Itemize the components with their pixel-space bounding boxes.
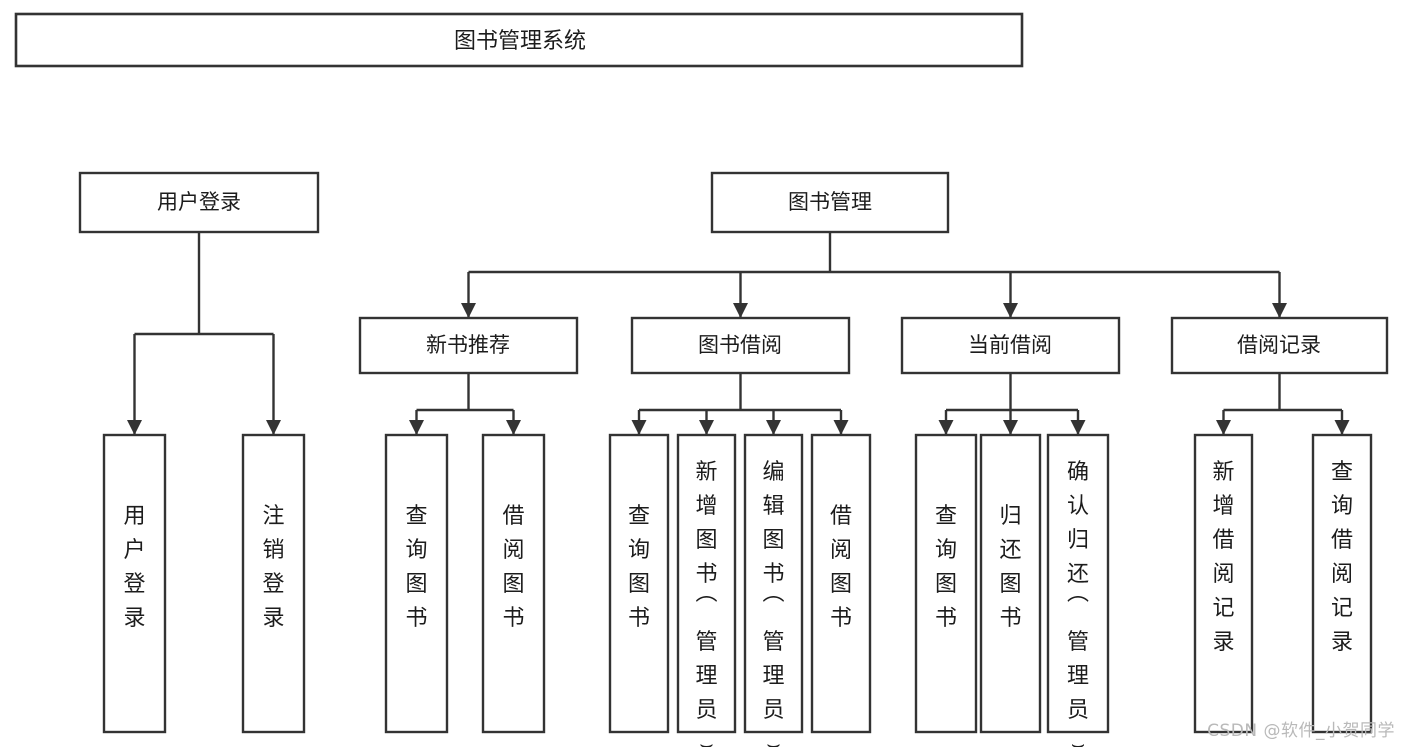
arrow-icon-leaf-user-logout [266,420,281,435]
node-box-book-borrow[interactable] [630,316,851,375]
node-label-new-book-rec: 新书推荐 [426,333,510,357]
node-box-current-borrow[interactable] [900,316,1121,375]
node-label-root: 图书管理系统 [454,29,586,54]
leaf-label-l-query-book-1: 查询图书 [405,504,427,631]
node-label-user-login: 用户登录 [157,190,241,214]
node-label-book-borrow: 图书借阅 [698,333,782,357]
arrow-icon-l-query-record [1334,420,1350,435]
leaf-box-l-return-book[interactable] [979,433,1042,734]
leaf-label-l-edit-book: 编辑图书⌒管理员⌣ [762,460,784,747]
arrow-icon-l-query-book-1 [409,420,424,435]
leaf-box-l-query-record[interactable] [1311,433,1373,734]
leaf-box-l-query-book-3[interactable] [914,433,978,734]
arrow-icon-l-edit-book [766,420,781,435]
arrow-icon-leaf-user-login [127,420,142,435]
leaf-label-l-query-record: 查询借阅记录 [1331,460,1353,655]
arrow-icon-current-borrow [1003,303,1018,318]
leaf-box-l-confirm-return[interactable] [1046,433,1110,734]
leaf-box-l-borrow-book-1[interactable] [481,433,546,734]
leaf-label-l-confirm-return: 确认归还⌒管理员⌣ [1067,460,1089,747]
arrow-icon-l-return-book [1003,420,1018,435]
node-box-user-login[interactable] [78,171,320,234]
arrow-icon-l-confirm-return [1070,420,1086,435]
leaf-box-l-query-book-1[interactable] [384,433,449,734]
leaf-label-l-return-book: 归还图书 [999,504,1021,631]
arrow-icon-new-book-rec [461,303,476,318]
leaf-box-l-borrow-book-2[interactable] [810,433,872,734]
leaf-label-leaf-user-login: 用户登录 [123,504,145,631]
leaf-label-l-borrow-book-1: 借阅图书 [502,504,524,631]
leaf-label-leaf-user-logout: 注销登录 [262,504,284,631]
leaf-label-l-query-book-3: 查询图书 [935,504,957,631]
node-box-borrow-record[interactable] [1170,316,1389,375]
node-label-book-manage: 图书管理 [788,190,872,214]
node-box-root[interactable] [14,12,1024,68]
arrow-icon-book-borrow [733,303,748,318]
leaf-label-l-add-book: 新增图书⌒管理员⌣ [695,460,717,747]
leaf-box-l-add-record[interactable] [1193,433,1254,734]
leaf-box-l-edit-book[interactable] [743,433,804,734]
leaf-label-l-add-record: 新增借阅记录 [1212,460,1234,655]
leaf-box-leaf-user-login[interactable] [102,433,167,734]
arrow-icon-l-add-book [699,420,714,435]
arrow-icon-l-borrow-book-1 [506,420,521,435]
arrow-icon-l-query-book-3 [938,420,954,435]
arrow-icon-l-add-record [1216,420,1231,435]
arrow-icon-borrow-record [1272,303,1287,318]
arrow-icon-l-borrow-book-2 [833,420,849,435]
leaf-box-l-query-book-2[interactable] [608,433,670,734]
leaf-label-l-borrow-book-2: 借阅图书 [830,504,852,631]
leaf-label-l-query-book-2: 查询图书 [628,504,650,631]
leaf-box-l-add-book[interactable] [676,433,737,734]
node-label-current-borrow: 当前借阅 [968,333,1052,357]
arrow-icon-l-query-book-2 [631,420,647,435]
leaf-box-leaf-user-logout[interactable] [241,433,306,734]
node-box-new-book-rec[interactable] [358,316,579,375]
node-box-book-manage[interactable] [710,171,950,234]
node-label-borrow-record: 借阅记录 [1237,333,1321,357]
